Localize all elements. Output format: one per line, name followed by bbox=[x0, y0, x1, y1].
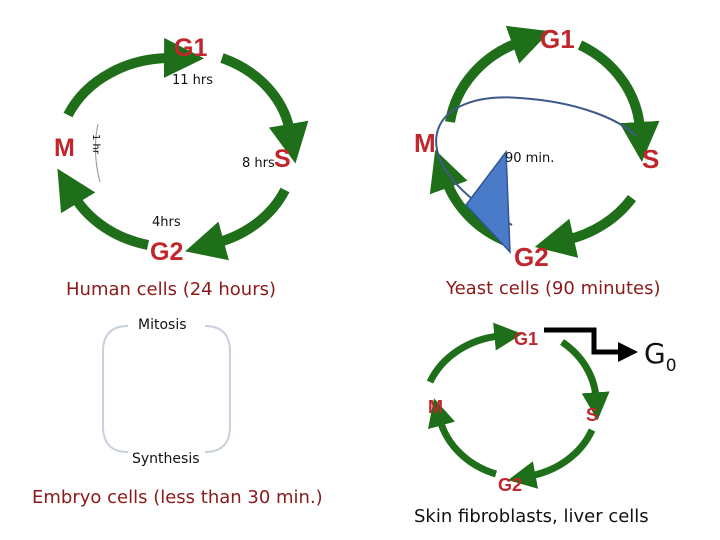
skin-caption: Skin fibroblasts, liver cells bbox=[414, 506, 649, 527]
human-s-arrow bbox=[220, 53, 309, 164]
yeast-cycle bbox=[429, 25, 660, 258]
yeast-s-label: S bbox=[642, 144, 660, 174]
yeast-g2-label: G2 bbox=[514, 242, 549, 272]
skin-m-label: M bbox=[428, 397, 443, 417]
skin-m-arrow bbox=[427, 398, 498, 478]
skin-g0-label: G0 bbox=[644, 340, 677, 375]
human-cycle bbox=[57, 37, 309, 261]
human-m-time: 1 hr bbox=[90, 134, 101, 154]
yeast-wedge bbox=[465, 149, 511, 254]
human-g2-label: G2 bbox=[150, 238, 184, 266]
embryo-synthesis-label: Synthesis bbox=[132, 451, 200, 467]
skin-g0-letter: G bbox=[644, 337, 666, 370]
embryo-cycle bbox=[102, 325, 231, 453]
human-g2-arrow bbox=[185, 187, 290, 261]
skin-g0-subscript: 0 bbox=[665, 356, 677, 376]
yeast-time: 90 min. bbox=[505, 151, 555, 166]
skin-g2-arrow bbox=[507, 428, 596, 489]
skin-g1-arrow bbox=[426, 322, 523, 384]
human-m-label: M bbox=[54, 134, 75, 162]
yeast-g1-label: G1 bbox=[540, 24, 575, 54]
human-caption: Human cells (24 hours) bbox=[66, 279, 276, 300]
human-g1-label: G1 bbox=[174, 34, 208, 62]
yeast-loop-curve bbox=[435, 96, 637, 226]
embryo-right-bracket bbox=[204, 325, 231, 453]
yeast-g2-arrow bbox=[534, 194, 637, 258]
human-m-bracket bbox=[94, 123, 101, 183]
yeast-s-arrow bbox=[577, 40, 660, 162]
skin-g0-arrow bbox=[544, 327, 638, 362]
yeast-m-label: M bbox=[414, 128, 436, 158]
skin-cycle bbox=[426, 322, 638, 489]
human-g1-arrow bbox=[63, 37, 204, 118]
embryo-mitosis-label: Mitosis bbox=[138, 317, 187, 333]
yeast-g1-arrow bbox=[445, 25, 551, 123]
embryo-caption: Embryo cells (less than 30 min.) bbox=[32, 487, 323, 508]
skin-g2-label: G2 bbox=[498, 475, 523, 495]
yeast-caption: Yeast cells (90 minutes) bbox=[446, 278, 661, 299]
human-g1-time: 11 hrs bbox=[172, 73, 214, 88]
skin-g1-label: G1 bbox=[514, 329, 539, 349]
human-s-time: 8 hrs bbox=[242, 156, 275, 171]
skin-s-label: S bbox=[586, 405, 599, 425]
skin-s-arrow bbox=[559, 339, 610, 421]
human-m-arrow bbox=[57, 168, 150, 250]
embryo-left-bracket bbox=[102, 325, 129, 453]
human-g2-time: 4hrs bbox=[152, 215, 181, 230]
human-s-label: S bbox=[274, 145, 291, 173]
